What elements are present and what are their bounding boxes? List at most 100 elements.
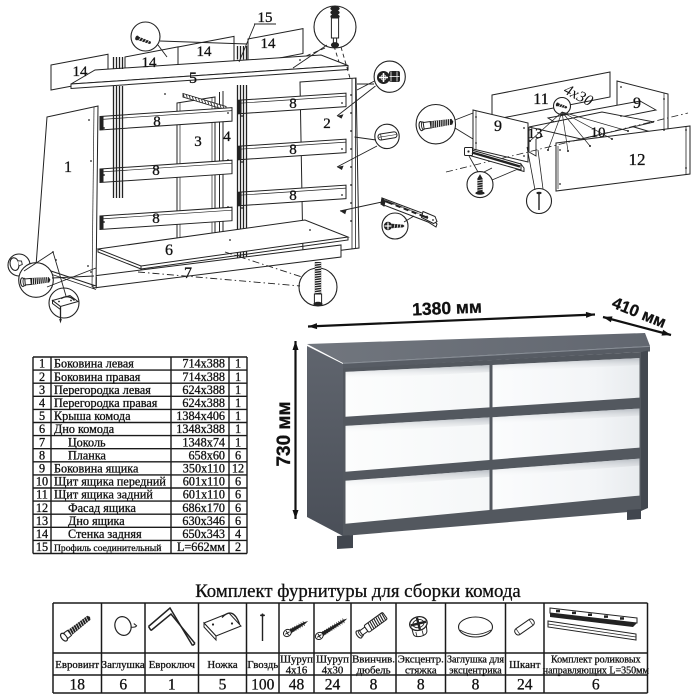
svg-text:Комплект роликовых: Комплект роликовых: [551, 655, 641, 666]
svg-text:624x388: 624x388: [182, 383, 225, 397]
svg-text:14: 14: [142, 55, 158, 71]
svg-text:8: 8: [152, 163, 160, 179]
svg-text:L=662мм: L=662мм: [177, 540, 225, 554]
svg-text:3: 3: [194, 134, 202, 150]
svg-text:Планка: Планка: [68, 448, 107, 462]
svg-text:630x346: 630x346: [182, 514, 225, 528]
svg-text:Крыша комода: Крыша комода: [54, 409, 131, 423]
svg-text:8: 8: [289, 188, 297, 204]
svg-text:Дно ящика: Дно ящика: [68, 514, 125, 528]
svg-text:6: 6: [235, 475, 241, 489]
svg-text:Перегородка левая: Перегородка левая: [54, 383, 151, 397]
svg-text:Заглушка для: Заглушка для: [447, 655, 504, 666]
svg-text:624x388: 624x388: [182, 396, 225, 410]
svg-text:Шуруп: Шуруп: [316, 654, 349, 666]
svg-text:13: 13: [36, 514, 48, 528]
svg-text:7: 7: [184, 265, 192, 282]
svg-text:6: 6: [39, 422, 45, 436]
svg-text:714x388: 714x388: [182, 357, 225, 371]
svg-text:Гвоздь: Гвоздь: [247, 659, 278, 671]
svg-text:730 мм: 730 мм: [274, 401, 295, 466]
svg-text:1: 1: [235, 357, 241, 371]
svg-text:Евроключ: Евроключ: [149, 659, 196, 671]
svg-text:стяжка: стяжка: [405, 665, 437, 677]
svg-text:658x60: 658x60: [188, 448, 225, 462]
svg-text:7: 7: [39, 435, 45, 449]
svg-text:эксцентрика: эксцентрика: [449, 666, 502, 677]
svg-text:9: 9: [39, 462, 45, 476]
svg-text:18: 18: [69, 677, 85, 694]
svg-text:1: 1: [235, 409, 241, 423]
svg-text:350x110: 350x110: [183, 462, 225, 476]
svg-text:48: 48: [289, 677, 305, 694]
svg-text:8: 8: [370, 677, 378, 694]
svg-text:дюбель: дюбель: [356, 665, 390, 677]
svg-text:12: 12: [36, 501, 48, 515]
svg-text:14: 14: [261, 36, 277, 52]
svg-text:1: 1: [39, 357, 45, 371]
svg-text:1384x406: 1384x406: [176, 409, 225, 423]
svg-text:8: 8: [289, 142, 297, 158]
svg-text:2: 2: [39, 370, 45, 384]
svg-text:8: 8: [472, 677, 480, 694]
svg-text:1380 мм: 1380 мм: [412, 297, 482, 320]
svg-text:100: 100: [251, 677, 275, 694]
svg-text:Щит ящика задний: Щит ящика задний: [54, 488, 153, 502]
svg-text:Боковина левая: Боковина левая: [54, 357, 134, 371]
svg-text:Фасад ящика: Фасад ящика: [68, 501, 137, 515]
svg-text:6: 6: [235, 488, 241, 502]
svg-text:24: 24: [325, 677, 341, 694]
svg-text:Эксцентр.: Эксцентр.: [398, 654, 444, 666]
svg-text:2: 2: [235, 540, 241, 554]
svg-text:1: 1: [168, 677, 176, 694]
svg-text:4х30: 4х30: [322, 665, 344, 677]
svg-text:Шкант: Шкант: [509, 659, 541, 671]
svg-text:9: 9: [633, 95, 641, 112]
svg-text:10: 10: [591, 125, 606, 141]
svg-text:1: 1: [64, 159, 72, 176]
svg-text:6: 6: [119, 677, 127, 694]
svg-text:1: 1: [235, 435, 241, 449]
svg-text:4: 4: [223, 129, 231, 145]
svg-text:Ножка: Ножка: [207, 659, 237, 671]
svg-text:1348x388: 1348x388: [176, 422, 225, 436]
svg-text:650x343: 650x343: [182, 527, 225, 541]
svg-text:9: 9: [494, 118, 502, 135]
svg-text:686x170: 686x170: [182, 501, 225, 515]
svg-text:15: 15: [36, 540, 48, 554]
svg-text:10: 10: [36, 475, 48, 489]
svg-text:Боковина ящика: Боковина ящика: [54, 462, 139, 476]
svg-text:5: 5: [189, 70, 197, 87]
svg-text:601x110: 601x110: [183, 475, 225, 489]
svg-text:6: 6: [165, 242, 173, 259]
svg-text:11: 11: [36, 488, 48, 502]
svg-text:12: 12: [629, 150, 646, 169]
svg-text:Щит ящика передний: Щит ящика передний: [54, 475, 166, 489]
svg-text:3: 3: [39, 383, 45, 397]
svg-text:8: 8: [289, 96, 297, 112]
svg-text:Цоколь: Цоколь: [68, 435, 106, 449]
svg-text:2: 2: [323, 116, 331, 132]
svg-text:4: 4: [39, 396, 45, 410]
svg-text:Боковина правая: Боковина правая: [54, 370, 141, 384]
svg-text:13: 13: [528, 126, 543, 142]
svg-text:24: 24: [517, 677, 533, 694]
svg-text:714x388: 714x388: [182, 370, 225, 384]
svg-text:Евровинт: Евровинт: [55, 659, 99, 671]
svg-text:15: 15: [258, 10, 273, 26]
svg-text:Заглушка: Заглушка: [102, 659, 145, 671]
svg-text:Дно комода: Дно комода: [54, 422, 115, 436]
svg-text:12: 12: [232, 462, 244, 476]
svg-text:1: 1: [235, 370, 241, 384]
svg-text:Ввинчив.: Ввинчив.: [352, 654, 395, 666]
svg-text:Стенка задняя: Стенка задняя: [68, 527, 142, 541]
svg-text:направляющих L=350мм: направляющих L=350мм: [543, 666, 650, 677]
svg-text:6: 6: [235, 514, 241, 528]
svg-text:Комплект фурнитуры для сборки: Комплект фурнитуры для сборки комода: [195, 581, 521, 602]
svg-text:6: 6: [235, 501, 241, 515]
svg-text:601x110: 601x110: [183, 488, 225, 502]
svg-text:4х16: 4х16: [286, 665, 308, 677]
svg-text:8: 8: [417, 677, 425, 694]
svg-text:Профиль соединительный: Профиль соединительный: [54, 543, 161, 554]
svg-text:1: 1: [235, 396, 241, 410]
